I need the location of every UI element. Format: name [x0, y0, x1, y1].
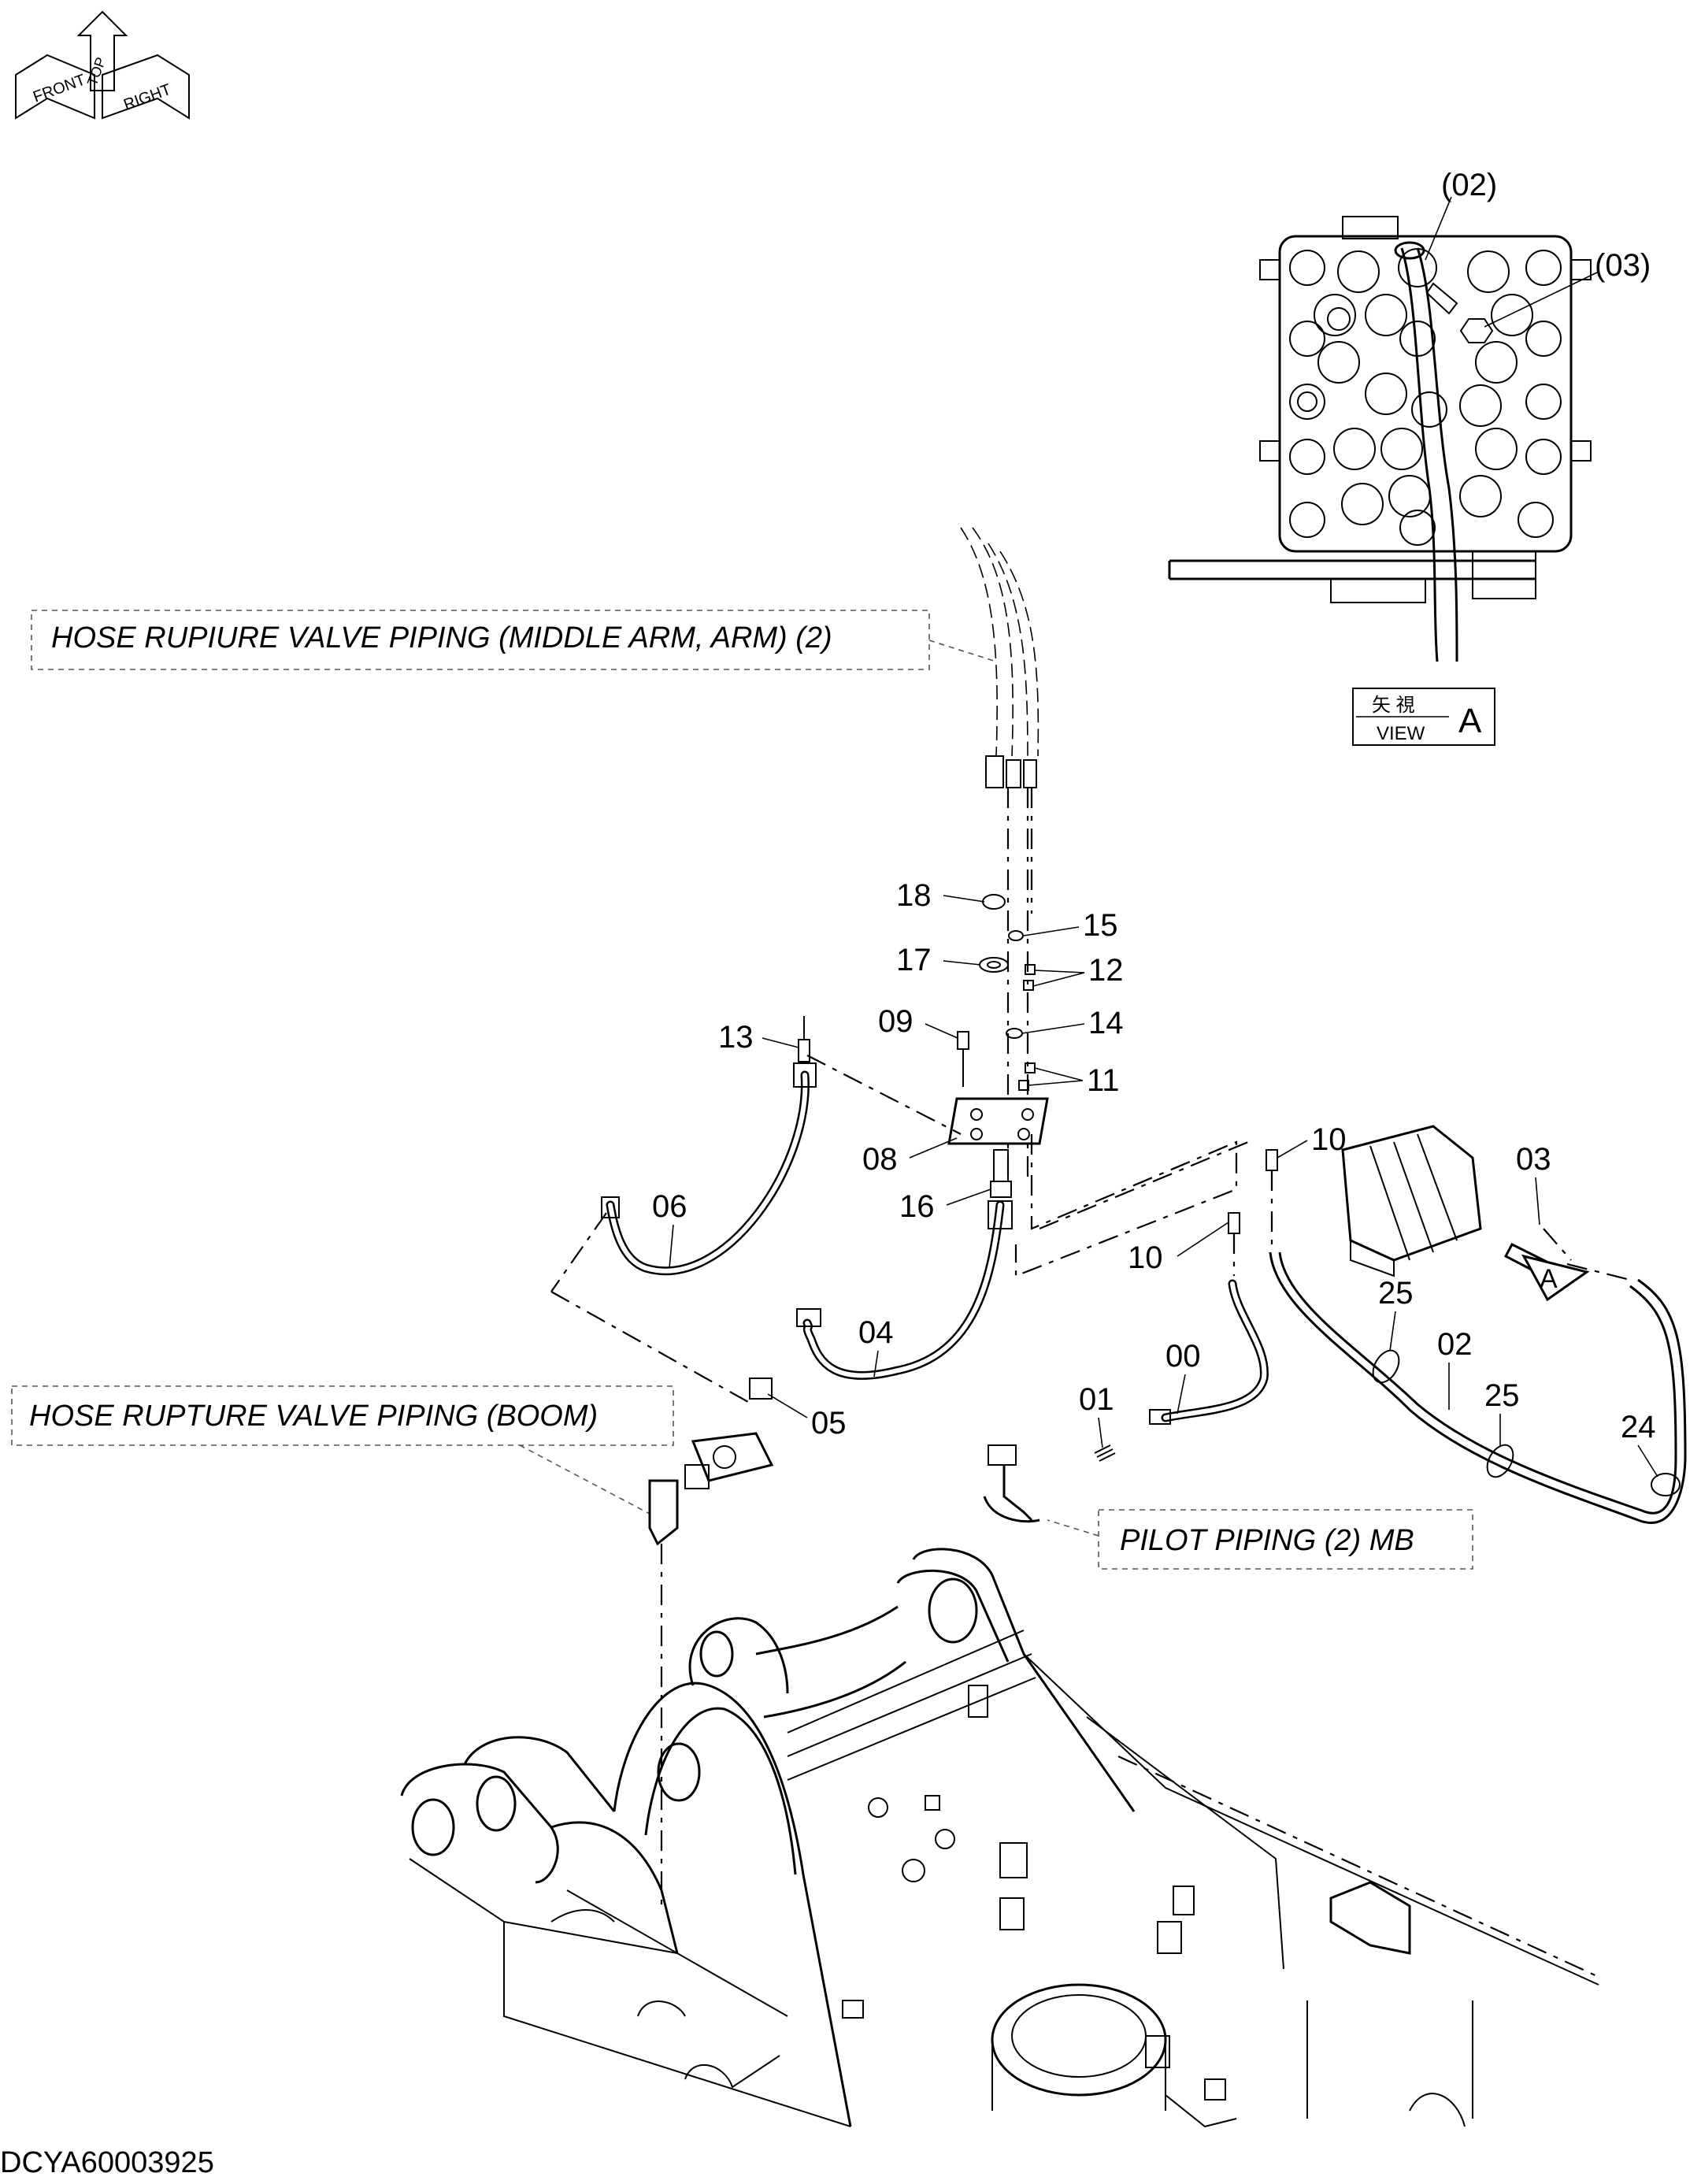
part-24: 24	[1621, 1410, 1656, 1444]
callout-hose-arm-text: HOSE RUPIURE VALVE PIPING (MIDDLE ARM, A…	[51, 621, 832, 654]
hose-06	[550, 1062, 817, 1403]
orientation-top-label: TOP	[84, 55, 109, 87]
part-10b: 10	[1128, 1240, 1163, 1275]
orientation-icon: FRONT RIGHT TOP	[15, 10, 190, 120]
upper-frame	[400, 1548, 1599, 2128]
part-06: 06	[652, 1189, 687, 1224]
arm-hoses	[960, 527, 1040, 1181]
hose-04	[796, 1200, 1013, 1380]
orientation-front-label: FRONT	[31, 71, 87, 106]
part-25b: 25	[1484, 1378, 1520, 1413]
view-kanji: 矢 視	[1372, 695, 1415, 716]
part-04: 04	[858, 1315, 894, 1350]
part-11: 11	[1087, 1063, 1120, 1098]
fittings-stack	[798, 894, 1036, 1091]
part-13: 13	[718, 1020, 754, 1055]
part-05: 05	[811, 1406, 847, 1441]
part-14: 14	[1088, 1006, 1124, 1040]
view-ref-03: (03)	[1595, 248, 1651, 283]
part-16: 16	[899, 1189, 935, 1224]
callout-hose-arm: HOSE RUPIURE VALVE PIPING (MIDDLE ARM, A…	[31, 610, 997, 670]
orientation-right-label: RIGHT	[121, 81, 173, 114]
part-labels: 18 15 17 12 09 14 13 11 08 16 06 04 05 1…	[652, 878, 1658, 1478]
part-01: 01	[1079, 1382, 1114, 1417]
view-a-label: 矢 視 VIEW A	[1352, 688, 1495, 746]
part-00: 00	[1166, 1339, 1201, 1374]
part-09: 09	[878, 1004, 914, 1039]
part-03: 03	[1516, 1142, 1551, 1177]
part-15: 15	[1083, 908, 1118, 943]
view-marker: A	[1540, 1264, 1558, 1294]
part-10a: 10	[1311, 1122, 1347, 1157]
drawing-code: DCYA60003925	[0, 2146, 214, 2179]
part-18: 18	[896, 878, 932, 913]
part-08: 08	[862, 1142, 898, 1177]
control-valve: A	[1341, 1125, 1590, 1302]
part-12: 12	[1088, 953, 1124, 988]
view-a-inset: (02) (03)	[1168, 168, 1651, 662]
callout-hose-boom-text: HOSE RUPTURE VALVE PIPING (BOOM)	[29, 1400, 598, 1433]
view-letter: A	[1458, 702, 1482, 740]
callout-pilot-text: PILOT PIPING (2) MB	[1120, 1524, 1414, 1557]
boom-valve-assembly	[648, 1378, 774, 1906]
callout-hose-boom: HOSE RUPTURE VALVE PIPING (BOOM)	[11, 1385, 674, 1521]
leader-lines	[1014, 1134, 1249, 1277]
view-ref-02: (02)	[1441, 168, 1497, 202]
pilot-hose-02	[1269, 1228, 1687, 1524]
part-17: 17	[896, 943, 932, 977]
part-25a: 25	[1378, 1276, 1414, 1311]
part-02: 02	[1437, 1327, 1473, 1362]
plate-08	[806, 1055, 1049, 1145]
pilot-hose-00	[983, 1149, 1278, 1523]
fitting-16	[990, 1149, 1012, 1198]
view-label: VIEW	[1377, 723, 1425, 744]
callout-pilot: PILOT PIPING (2) MB	[1047, 1509, 1473, 1570]
